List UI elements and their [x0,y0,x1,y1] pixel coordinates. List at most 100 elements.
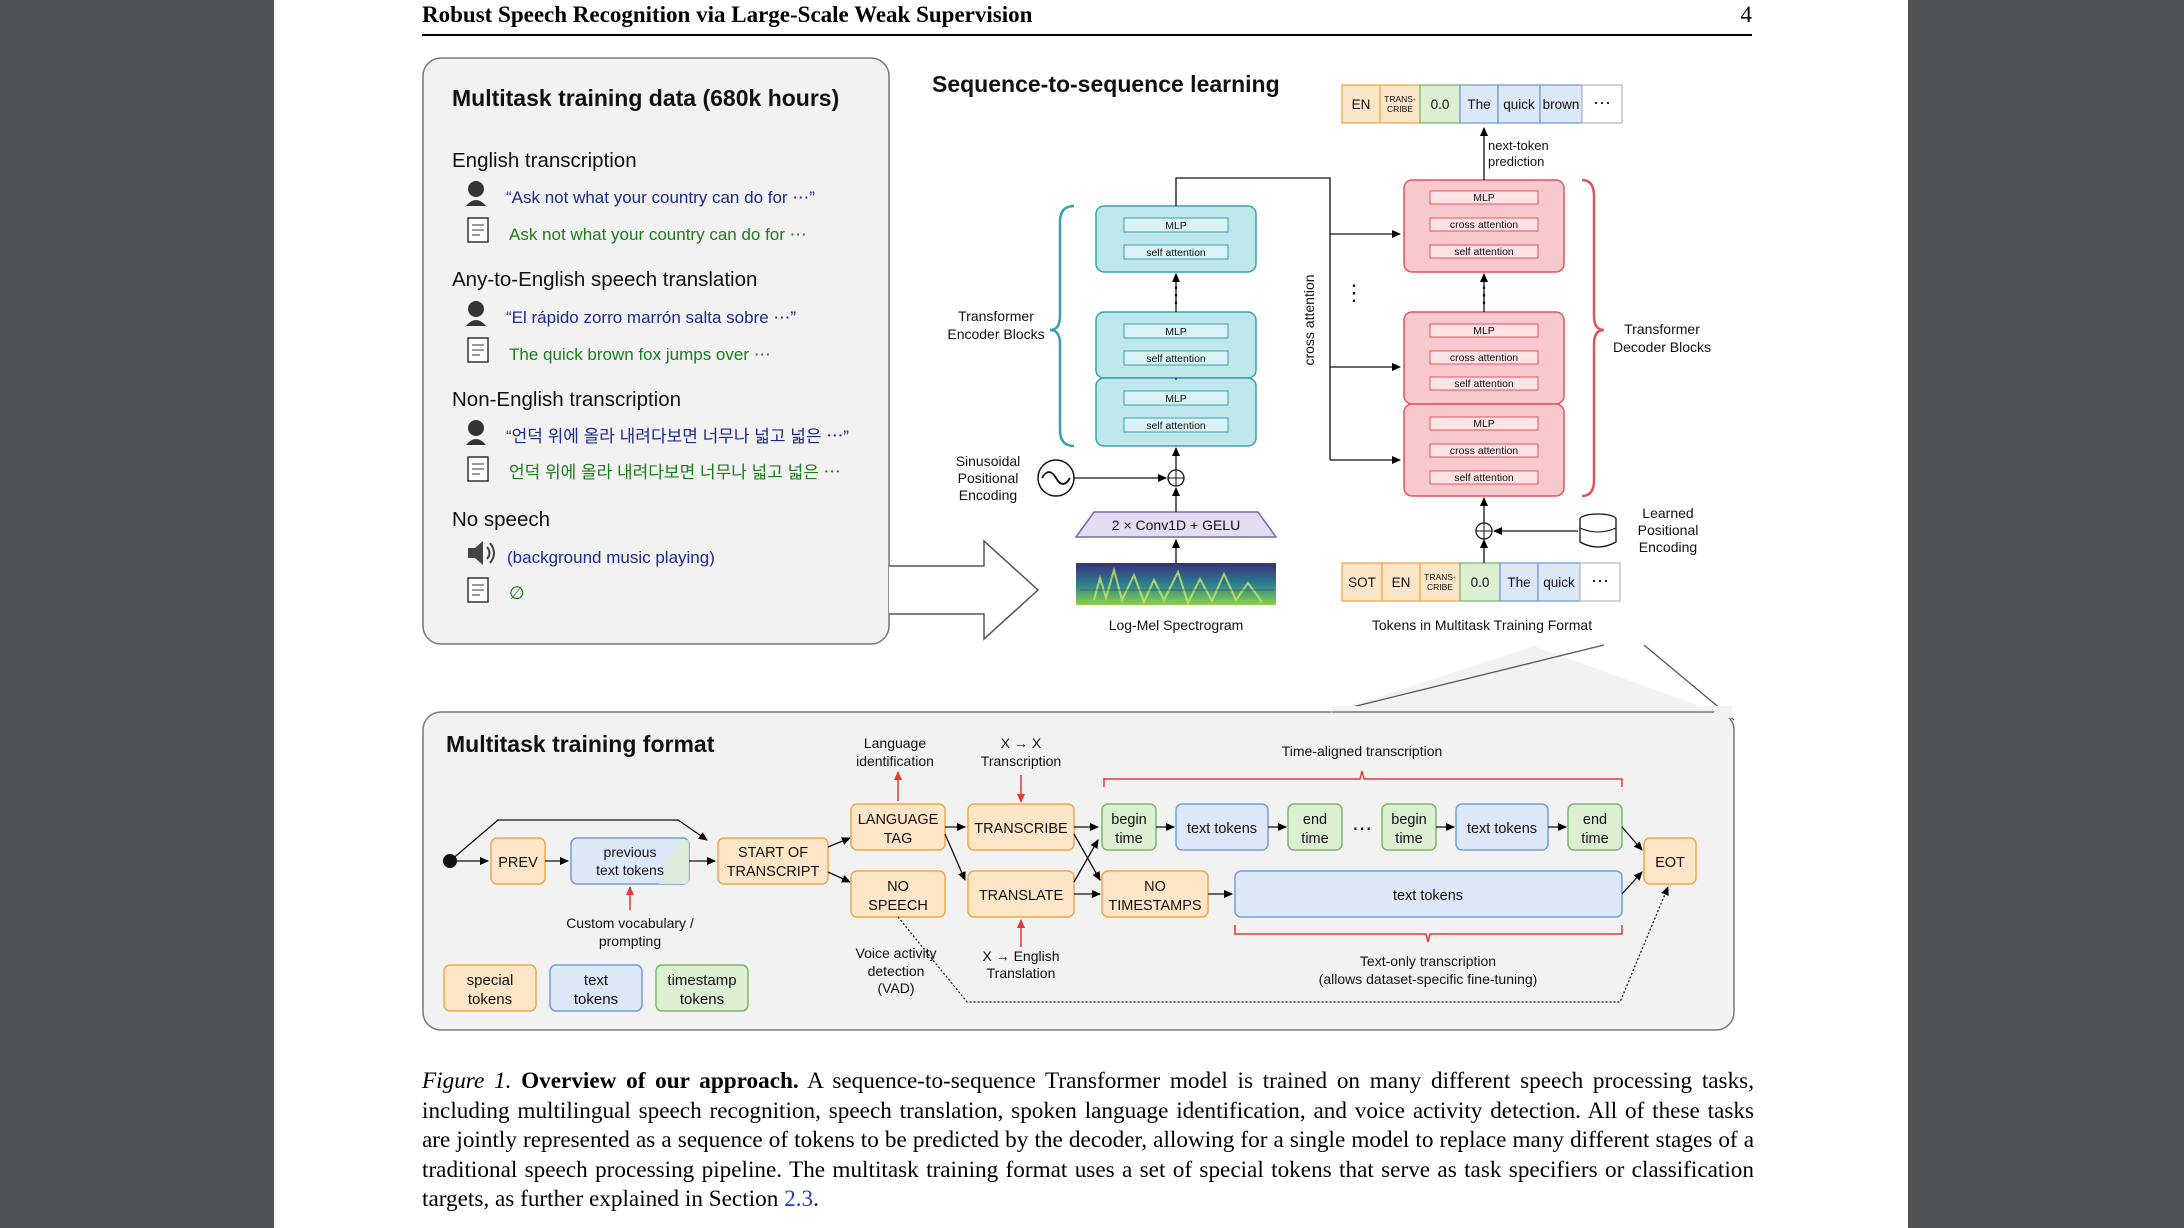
x-english-label: Translation [987,965,1056,981]
mlp-label: MLP [1473,325,1495,337]
decoder-block-top: MLP cross attention self attention [1403,179,1565,273]
language-identification-label: Language [864,735,927,751]
speech-quote-english: “Ask not what your country can do for ⋯” [506,188,815,207]
language-tag-label: LANGUAGE [858,812,939,828]
document-icon [467,337,489,363]
encoder-brace [1049,204,1075,448]
text-tokens-2: text tokens [1455,803,1549,851]
previous-text-tokens-label: previous [604,844,657,860]
text-translation: The quick brown fox jumps over ⋯ [509,345,771,364]
sinusoidal-label: Sinusoidal [956,453,1021,469]
figure-1: Multitask training data (680k hours) Eng… [422,57,1735,1031]
token-label: The [1467,97,1490,112]
ellipsis: ⋯ [1352,818,1372,840]
caption-title: Overview of our approach. [521,1068,799,1094]
sine-wave-icon [1037,459,1075,497]
token-label: CRIBE [1387,104,1413,114]
no-speech-label: SPEECH [868,898,928,914]
decoder-label: Decoder Blocks [1613,339,1711,355]
token-cell: 0.0 [1419,84,1461,124]
custom-vocab-label: Custom vocabulary / [566,915,694,931]
previous-text-tokens-label: text tokens [596,862,664,878]
token-cell: The [1499,562,1539,602]
begin-time-label: time [1115,831,1142,847]
decoder-label: Transformer [1624,321,1700,337]
legend-text-tokens: text tokens [549,964,643,1012]
vad-label: Voice activity [856,945,937,961]
prev-token: PREV [490,837,546,885]
figure-caption: Figure 1. Overview of our approach. A se… [422,1067,1754,1215]
token-label: The [1507,575,1530,590]
speaker-icon [466,420,486,445]
encoder-block-mid: MLP self attention [1095,311,1257,379]
no-timestamps-token: NO TIMESTAMPS [1101,870,1209,918]
decoder-block-mid: MLP cross attention self attention [1403,311,1565,405]
self-attention-label: self attention [1454,246,1514,258]
speaker-icon [466,301,486,326]
text-tokens-label: text tokens [1393,888,1463,904]
begin-time-label: begin [1391,812,1426,828]
prev-label: PREV [498,855,538,871]
section-heading-any-to-english: Any-to-English speech translation [452,268,757,291]
token-label: CRIBE [1427,582,1453,592]
cross-attention-label: cross attention [1450,219,1518,231]
self-attention-label: self attention [1146,247,1206,259]
language-tag-token: LANGUAGE TAG [850,803,946,851]
end-time-label: end [1303,812,1327,828]
no-timestamps-label: TIMESTAMPS [1108,898,1201,914]
format-title: Multitask training format [446,731,715,757]
transcribe-token: TRANSCRIBE [967,803,1075,851]
add-circle-icon [1167,469,1185,487]
speech-quote-spanish: “El rápido zorro marrón salta sobre ⋯” [506,308,796,327]
self-attention-label: self attention [1454,378,1514,390]
no-timestamps-label: NO [1144,879,1166,895]
header-rule [422,34,1752,36]
token-cell: TRANS-CRIBE [1379,84,1421,124]
cross-attention-side-label: cross attention [1301,274,1317,365]
decoder-block-bottom: MLP cross attention self attention [1403,403,1565,497]
token-label: TRANS- [1424,572,1456,582]
figure-label: Figure 1. [422,1068,512,1094]
learned-label: Learned [1642,505,1693,521]
xx-transcription-label: Transcription [981,753,1061,769]
no-speech-to-eot-dotted [897,886,1669,1003]
section-heading-english: English transcription [452,149,637,172]
language-tag-label: TAG [884,831,913,847]
self-attention-label: self attention [1146,420,1206,432]
end-time-label: time [1301,831,1328,847]
mlp-label: MLP [1165,393,1187,405]
token-cell: ⋯ [1579,562,1621,602]
end-time-label: end [1583,812,1607,828]
encoder-block-bottom: MLP self attention [1095,377,1257,447]
training-data-panel: Multitask training data (680k hours) Eng… [422,57,890,645]
token-label: SOT [1348,575,1376,590]
legend-label: tokens [680,991,724,1008]
database-icon [1579,513,1617,548]
mlp-label: MLP [1165,220,1187,232]
start-of-transcript-token: START OF TRANSCRIPT [717,837,829,885]
legend-label: timestamp [667,972,736,989]
section-link[interactable]: 2.3 [784,1186,814,1212]
conv-label: 2 × Conv1D + GELU [1112,517,1240,533]
token-label: 0.0 [1431,97,1450,112]
no-speech-label: NO [887,879,909,895]
encoder-label: Encoder Blocks [947,326,1044,342]
legend-label: tokens [468,991,512,1008]
token-label: brown [1543,97,1580,112]
data-to-model-arrow [889,539,1040,641]
page-number: 4 [1740,2,1753,27]
legend-label: special [467,972,514,989]
training-data-title: Multitask training data (680k hours) [452,85,839,111]
document-icon [467,217,489,243]
token-cell: ⋯ [1581,84,1623,124]
translate-token: TRANSLATE [967,870,1075,918]
token-cell: The [1459,84,1499,124]
token-cell: SOT [1341,562,1383,602]
token-label: EN [1392,575,1411,590]
document-icon [467,456,489,482]
text-tokens-label: text tokens [1467,821,1537,837]
mlp-label: MLP [1473,192,1495,204]
start-of-transcript-label: START OF [738,845,808,861]
